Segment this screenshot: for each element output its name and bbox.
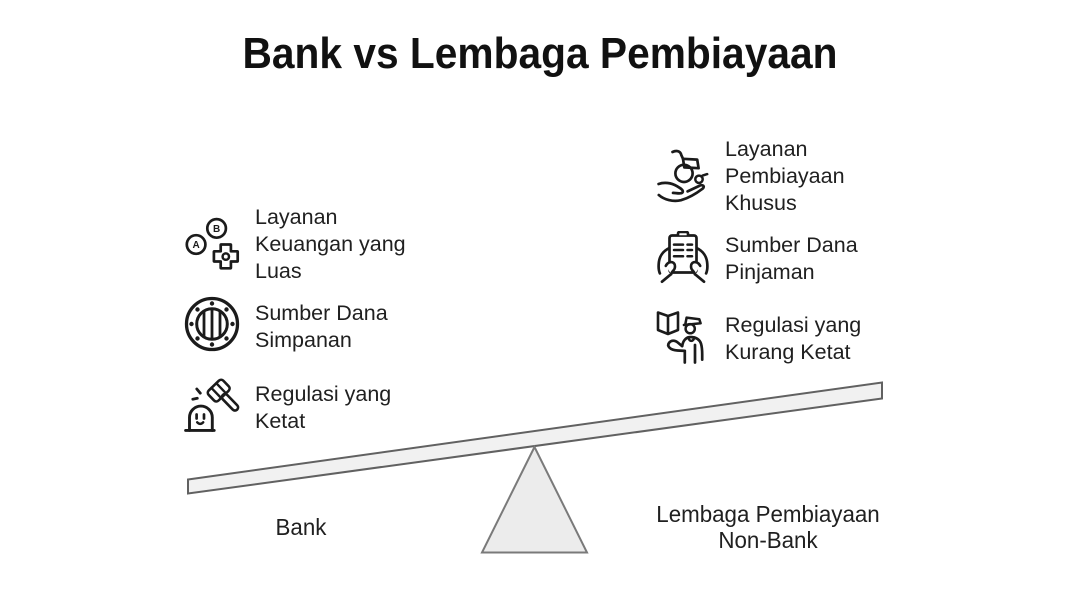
svg-text:A: A [192, 240, 199, 251]
svg-text:B: B [213, 224, 220, 235]
